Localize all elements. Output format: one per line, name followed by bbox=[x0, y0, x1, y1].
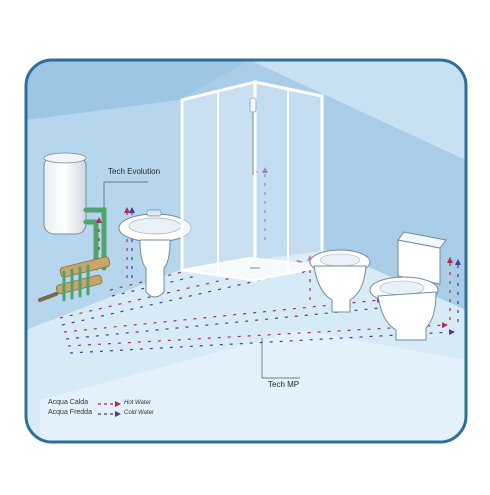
legend-cold-label-it: Acqua Fredda bbox=[48, 409, 92, 416]
legend-hot-label-it: Acqua Calda bbox=[48, 399, 89, 406]
floor-highlight bbox=[40, 330, 466, 442]
toilet-icon bbox=[369, 231, 447, 341]
back-wall-top bbox=[250, 60, 466, 160]
tech-mp-label: Tech MP bbox=[268, 380, 300, 389]
bidet-icon bbox=[309, 249, 371, 313]
shower-cabin-icon bbox=[180, 80, 324, 282]
legend-hot-label-en: Hot Water bbox=[124, 400, 151, 406]
frame-border bbox=[24, 58, 468, 444]
sink-icon bbox=[118, 209, 192, 298]
legend-cold-label-en: Cold Water bbox=[124, 410, 154, 416]
tech-mp-leader bbox=[261, 338, 300, 379]
water-heater-icon bbox=[43, 152, 87, 235]
wall-top-band bbox=[26, 60, 250, 120]
tech-evolution-label: Tech Evolution bbox=[108, 167, 161, 176]
manifold-icon bbox=[38, 256, 111, 302]
callout-leaders bbox=[103, 181, 300, 379]
